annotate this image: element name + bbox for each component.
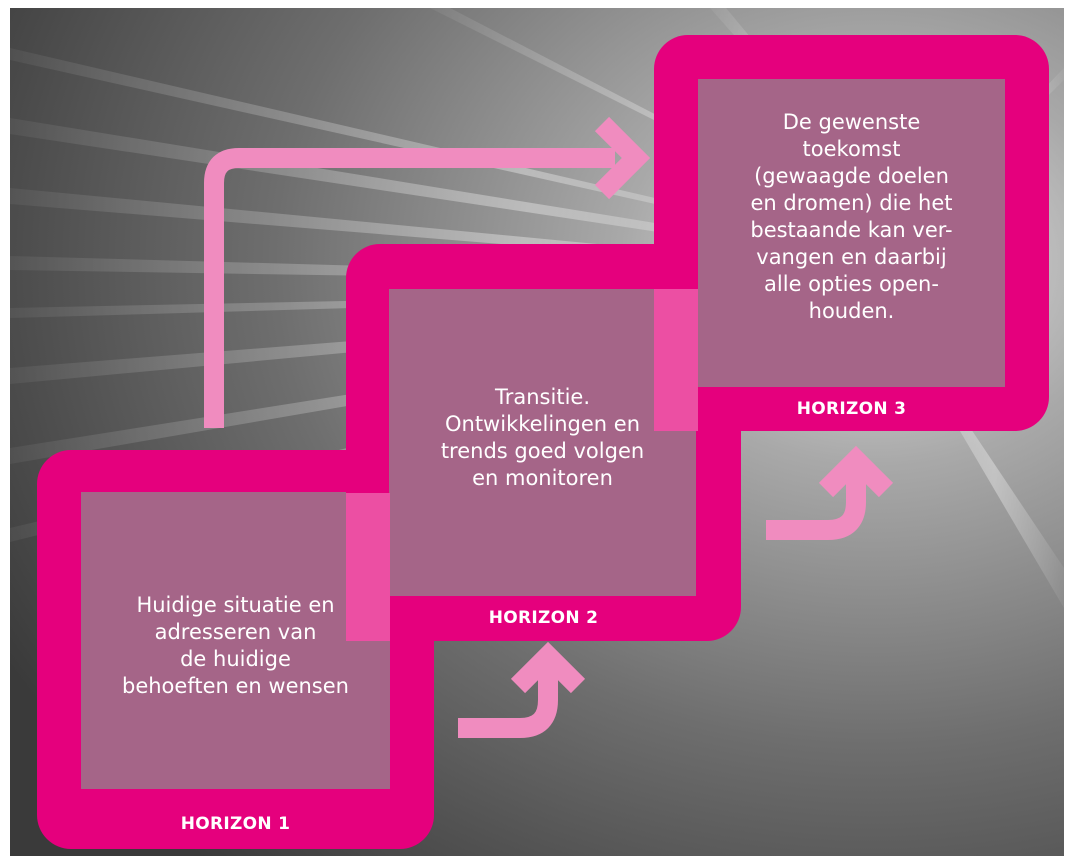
horizon-diagram: Huidige situatie en adresseren van de hu…: [10, 8, 1064, 856]
horizon-3-label: HORIZON 3: [796, 399, 907, 419]
horizon-1-description: Huidige situatie en adresseren van de hu…: [122, 593, 349, 698]
overlap-strip-2-3: [654, 289, 698, 431]
horizon-1-label: HORIZON 1: [180, 814, 291, 834]
overlap-strip-1-2: [346, 493, 390, 641]
horizon-2-description: Transitie. Ontwikkelingen en trends goed…: [440, 385, 645, 490]
horizon-3-panel: [698, 79, 1005, 387]
horizon-1-frame: Huidige situatie en adresseren van de hu…: [37, 450, 434, 849]
horizon-3-description: De gewenste toekomst (gewaagde doelen en…: [750, 110, 953, 323]
horizon-2-panel: [389, 289, 696, 596]
horizon-3-frame: De gewenste toekomst (gewaagde doelen en…: [654, 35, 1049, 431]
horizon-1-panel: [81, 492, 390, 789]
horizon-2-label: HORIZON 2: [488, 608, 599, 628]
